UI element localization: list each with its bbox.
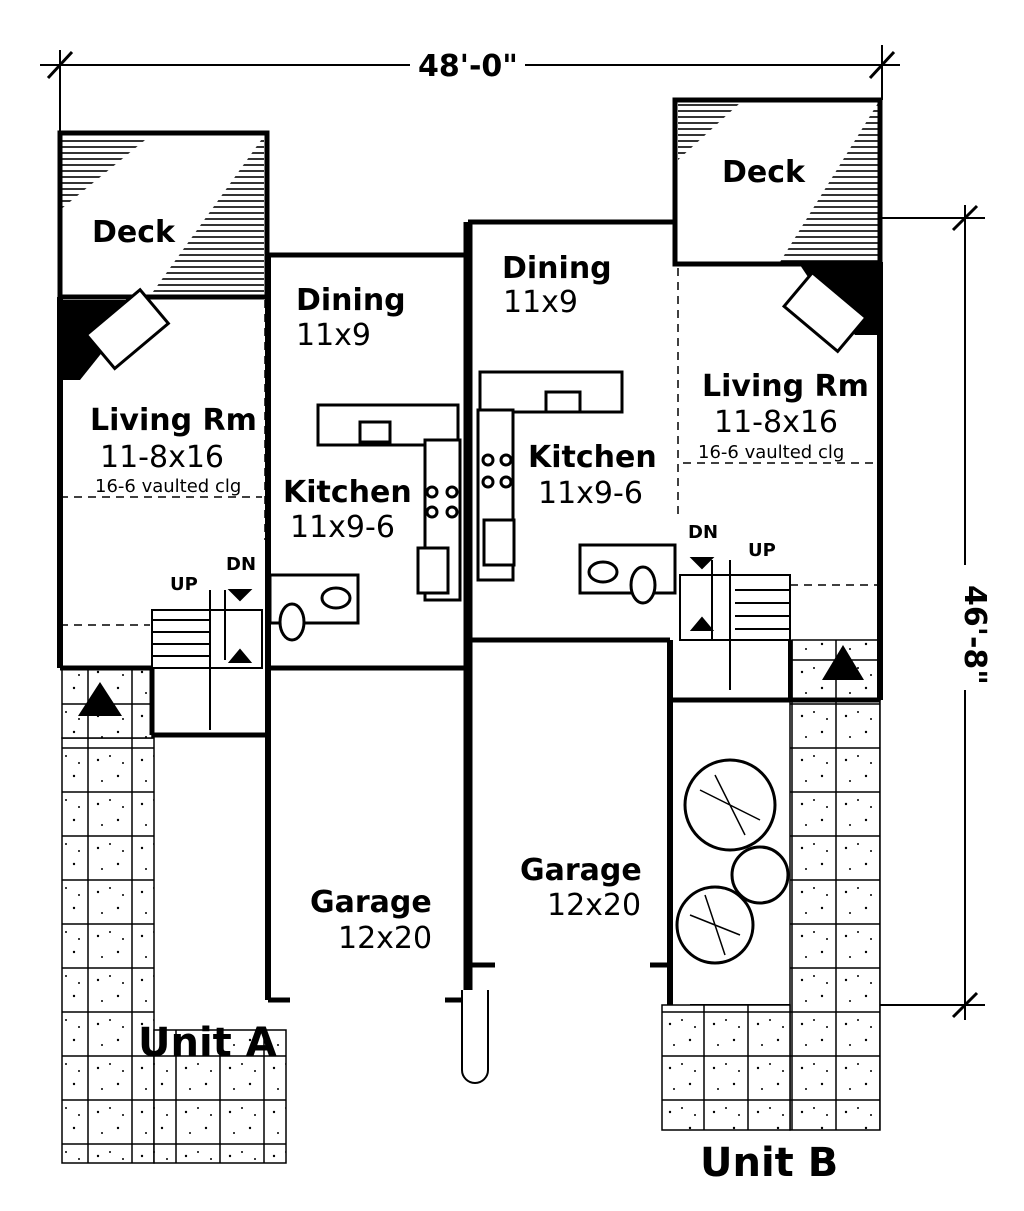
driveway-post [461, 990, 489, 1084]
living-size-unit-a: 11-8x16 [100, 440, 224, 475]
powder-room-unit-a [268, 573, 360, 642]
entry-marker-unit-b [822, 645, 864, 680]
kitchen-size-unit-b: 11x9-6 [538, 476, 643, 511]
stair-up-unit-a: UP [170, 574, 198, 595]
unit-a-label: Unit A [138, 1020, 277, 1066]
living-size-unit-b: 11-8x16 [714, 405, 838, 440]
kitchen-name-unit-a: Kitchen [283, 475, 412, 510]
living-name-unit-b: Living Rm [702, 369, 869, 404]
garage-size-unit-b: 12x20 [547, 888, 641, 923]
powder-room-unit-b [578, 543, 677, 605]
living-name-unit-a: Living Rm [90, 403, 257, 438]
stair-down-unit-b: DN [688, 522, 718, 543]
walls-unit-a [57, 252, 468, 1003]
deck-unit-a: Deck [57, 130, 270, 300]
kitchen-unit-b [476, 370, 624, 582]
dashed-lines [60, 268, 878, 626]
walkway-unit-b [661, 639, 881, 1131]
unit-b-label: Unit B [700, 1140, 838, 1186]
dining-name-unit-a: Dining [296, 283, 406, 318]
width-dimension: 48'-0" [40, 45, 900, 135]
walls-unit-b [468, 219, 883, 1005]
deck-label-unit-a: Deck [92, 215, 176, 250]
deck-label-unit-b: Deck [722, 155, 806, 190]
fireplace-unit-a [62, 287, 171, 380]
fireplace-unit-b [781, 265, 878, 354]
dining-size-unit-a: 11x9 [296, 318, 371, 353]
garage-size-unit-a: 12x20 [338, 921, 432, 956]
stair-up-unit-b: UP [748, 540, 776, 561]
living-note-unit-b: 16-6 vaulted clg [698, 442, 844, 463]
deck-unit-b: Deck [672, 97, 883, 267]
landscape-shrubs [675, 758, 790, 965]
overall-depth-label: 46'-8" [957, 585, 992, 685]
stairs-unit-a [151, 589, 263, 730]
garage-name-unit-a: Garage [310, 885, 432, 920]
living-note-unit-a: 16-6 vaulted clg [95, 476, 241, 497]
kitchen-name-unit-b: Kitchen [528, 440, 657, 475]
kitchen-size-unit-a: 11x9-6 [290, 510, 395, 545]
dining-name-unit-b: Dining [502, 251, 612, 286]
stairs-unit-b [679, 557, 791, 690]
dining-size-unit-b: 11x9 [503, 285, 578, 320]
overall-width-label: 48'-0" [418, 49, 518, 84]
stair-down-unit-a: DN [226, 554, 256, 575]
entry-marker-unit-a [78, 682, 122, 716]
walkway-unit-a [61, 667, 287, 1164]
garage-name-unit-b: Garage [520, 853, 642, 888]
kitchen-unit-a [316, 403, 462, 602]
